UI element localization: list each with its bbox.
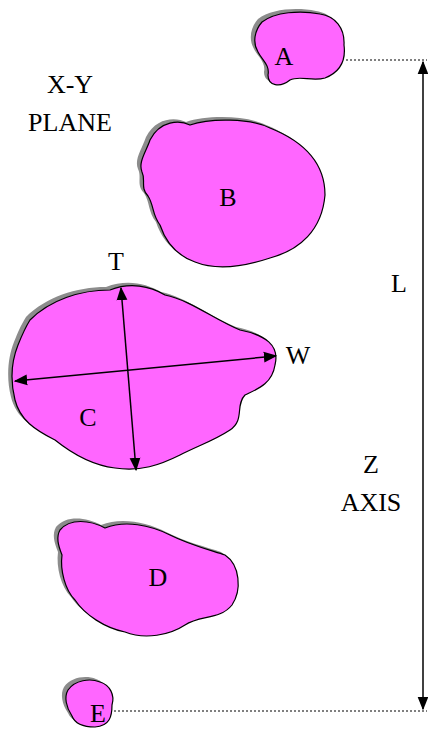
section-letter: C: [79, 405, 96, 431]
blob-outline: [46, 510, 246, 644]
section-letter: E: [90, 701, 106, 727]
section-letter: B: [219, 185, 236, 211]
dimension-extension: [346, 60, 427, 61]
section-letter: D: [149, 565, 168, 591]
cross-section-blob: B: [128, 108, 332, 276]
cross-section-blob: E: [58, 671, 120, 733]
dimension-label: X-Y PLANE: [15, 66, 125, 141]
section-letter: A: [275, 44, 294, 70]
width-arrow: [15, 356, 276, 381]
blob-fill: [12, 286, 276, 469]
blob-fill: [255, 12, 345, 85]
cross-section-blob: D: [46, 510, 246, 644]
blob-outline: [246, 3, 352, 97]
cross-section-blob: C: [3, 276, 285, 478]
blob-fill: [141, 120, 325, 267]
dimension-label: L: [384, 265, 414, 303]
thickness-arrow: [121, 288, 136, 470]
blob-outline: [58, 671, 120, 733]
dimension-extension: [114, 711, 427, 712]
blob-fill: [66, 680, 113, 727]
blob-fill: [58, 522, 238, 636]
cross-section-blob: A: [246, 3, 352, 97]
dimension-label: W: [281, 337, 315, 375]
dimension-label: T: [101, 243, 131, 281]
length-arrow: [422, 62, 424, 709]
dimension-label: Z AXIS: [334, 446, 408, 521]
blob-outline: [3, 276, 285, 478]
